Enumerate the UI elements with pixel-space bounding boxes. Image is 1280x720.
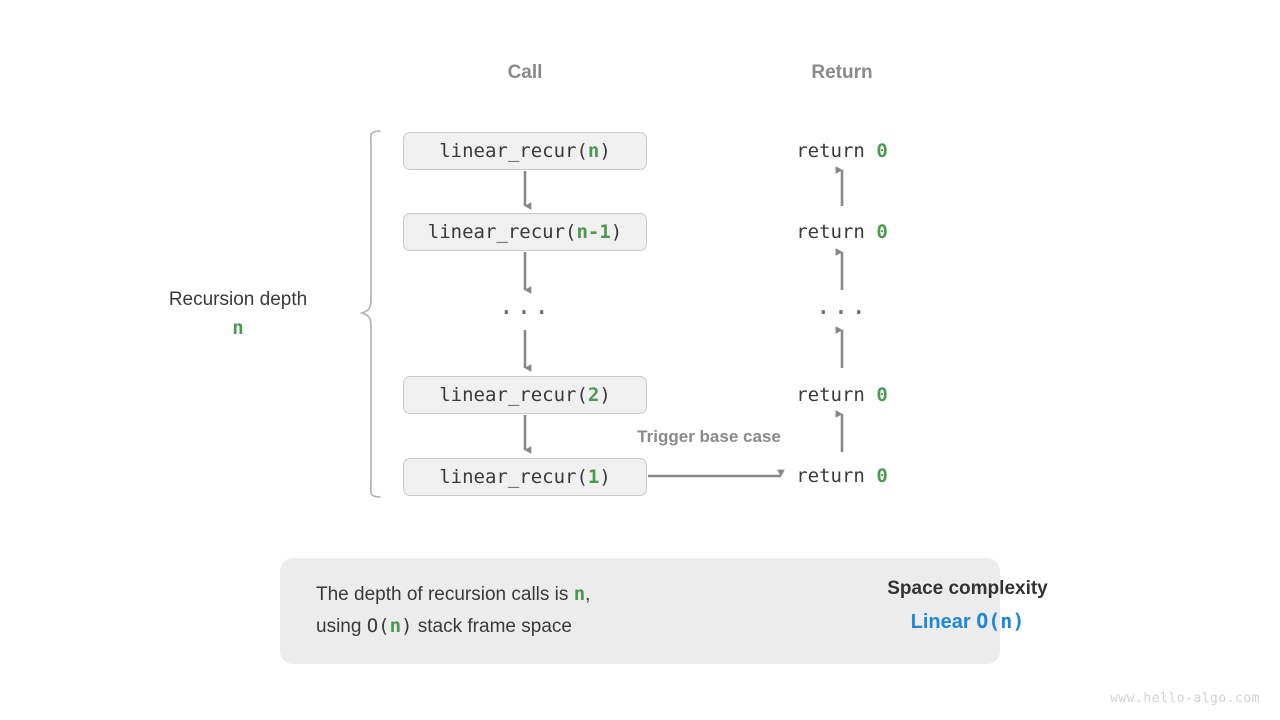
return-value: 0 (876, 140, 888, 162)
return-column-ellipsis: ··· (815, 298, 869, 328)
return-value: 0 (876, 221, 888, 243)
summary-line2-text-b: stack frame space (412, 615, 572, 637)
call-frame-arg: n (587, 140, 600, 162)
summary-line-1: The depth of recursion calls is n, (316, 579, 590, 611)
call-frame-prefix: linear_recur( (439, 466, 588, 488)
return-statement: return 0 (796, 465, 888, 487)
summary-line2-bigo-close: ) (401, 614, 413, 637)
column-header-return: Return (811, 62, 873, 83)
return-statement: return 0 (796, 384, 888, 406)
column-header-call: Call (507, 62, 543, 83)
call-frame-box[interactable]: linear_recur(n-1) (403, 213, 647, 251)
summary-line2-text-a: using (316, 615, 367, 637)
summary-line1-text-a: The depth of recursion calls is (316, 584, 574, 605)
call-column-ellipsis: ··· (498, 298, 552, 328)
return-keyword: return (796, 465, 877, 487)
summary-description: The depth of recursion calls is n, using… (316, 579, 590, 643)
return-statement: return 0 (796, 140, 888, 162)
call-frame-box[interactable]: linear_recur(2) (403, 376, 647, 414)
return-value: 0 (876, 384, 888, 406)
summary-complexity-value: Linear O(n) (870, 609, 1065, 634)
trigger-base-case-note: Trigger base case (637, 427, 781, 446)
watermark: www.hello-algo.com (1110, 691, 1260, 706)
summary-line2-n: n (389, 614, 402, 637)
complexity-notation: O(n) (976, 609, 1025, 633)
recursion-depth-value: n (232, 317, 244, 340)
recursion-depth-text: Recursion depth (168, 289, 308, 310)
call-frame-suffix: ) (599, 140, 611, 162)
call-frame-suffix: ) (599, 384, 611, 406)
call-frame-suffix: ) (610, 221, 623, 243)
recursion-depth-brace (359, 130, 381, 498)
recursion-depth-label: Recursion depth n (169, 285, 307, 344)
call-frame-prefix: linear_recur( (439, 384, 588, 406)
call-frame-box[interactable]: linear_recur(n) (403, 132, 647, 170)
return-keyword: return (796, 221, 877, 243)
call-frame-suffix: ) (599, 466, 611, 488)
call-frame-prefix: linear_recur( (427, 221, 577, 243)
summary-line1-n: n (573, 583, 586, 605)
return-value: 0 (876, 465, 888, 487)
call-frame-prefix: linear_recur( (439, 140, 588, 162)
summary-line1-text-b: , (585, 584, 591, 605)
return-keyword: return (796, 384, 877, 406)
call-frame-arg: n-1 (576, 221, 611, 243)
summary-conclusion: Space complexity Linear O(n) (870, 578, 1065, 634)
summary-panel: The depth of recursion calls is n, using… (280, 558, 1048, 664)
call-frame-arg: 1 (587, 466, 600, 488)
summary-line-2: using O(n) stack frame space (316, 611, 590, 643)
call-frame-arg: 2 (587, 384, 600, 406)
return-keyword: return (796, 140, 877, 162)
return-statement: return 0 (796, 221, 888, 243)
summary-line2-bigo-open: O( (366, 614, 390, 637)
summary-title: Space complexity (887, 578, 1048, 599)
complexity-word: Linear (910, 611, 971, 633)
call-frame-box[interactable]: linear_recur(1) (403, 458, 647, 496)
